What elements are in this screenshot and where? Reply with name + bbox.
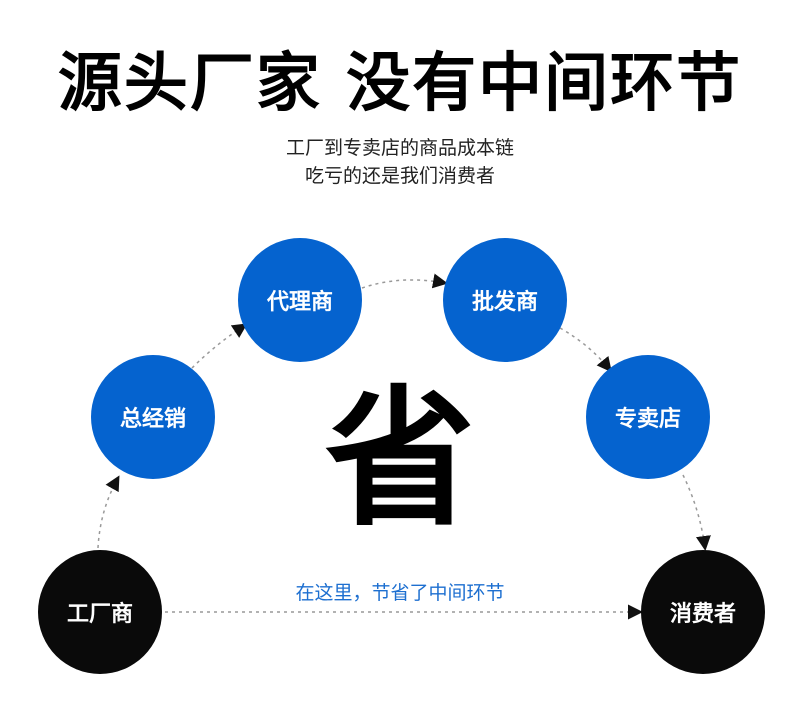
arrow-wholesaler-to-store [559,327,612,373]
node-agent: 代理商 [238,238,362,362]
arrow-agent-to-wholesaler [361,273,448,289]
arrow-distributor-to-agent [191,323,248,369]
node-distributor: 总经销 [91,355,215,479]
node-consumer: 消费者 [641,550,765,674]
direct-path-note: 在这里，节省了中间环节 [295,582,505,604]
node-wholesaler: 批发商 [443,238,567,362]
page-title: 源头厂家 没有中间环节 [57,47,743,121]
node-factory: 工厂商 [38,550,162,674]
center-save-character: 省 [324,373,475,547]
arrow-factory-to-distributor [97,475,120,549]
node-store: 专卖店 [586,355,710,479]
arrow-store-to-consumer [682,474,711,551]
subtitle-line-1: 工厂到专卖店的商品成本链 [285,137,514,159]
subtitle-line-2: 吃亏的还是我们消费者 [304,165,495,187]
